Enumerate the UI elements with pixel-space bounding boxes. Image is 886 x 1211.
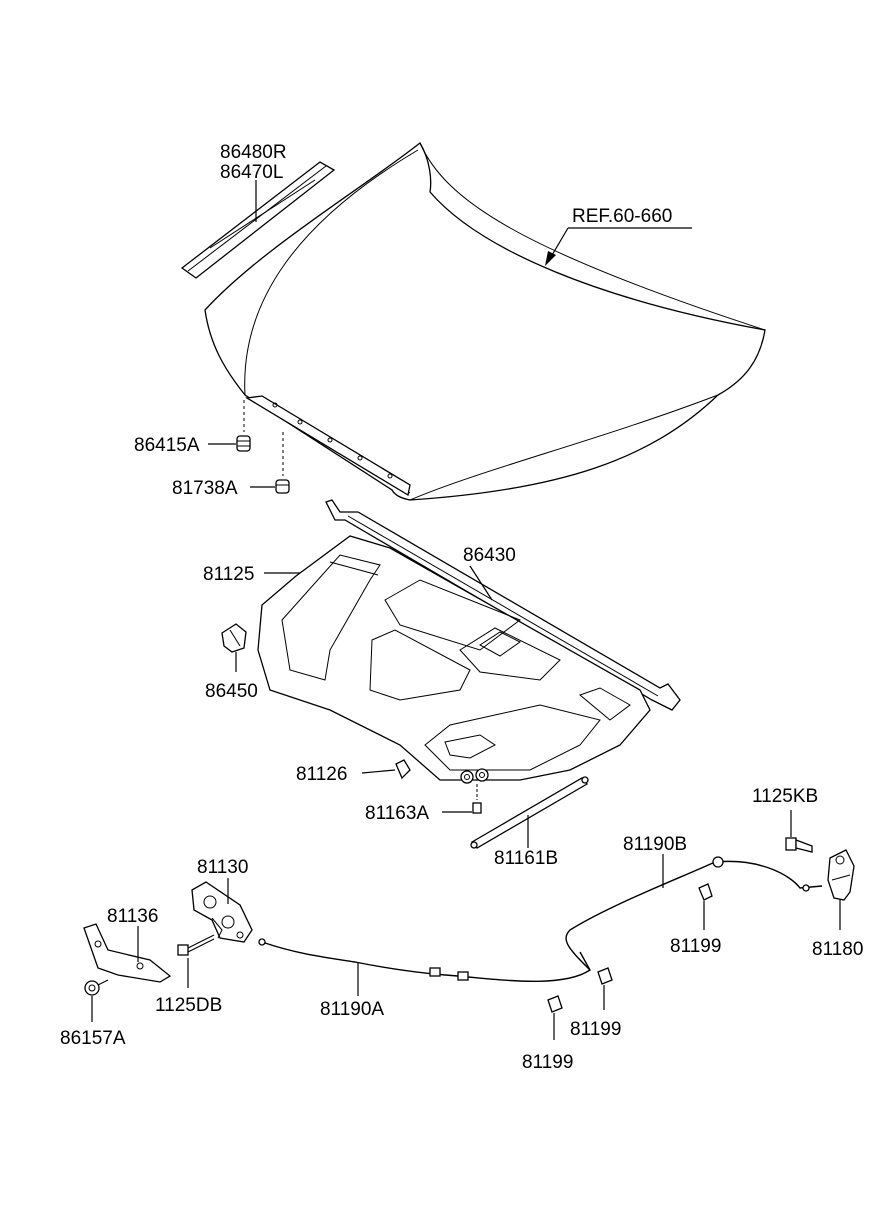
label-1125KB: 1125KB bbox=[752, 786, 818, 807]
label-81126: 81126 bbox=[296, 764, 347, 785]
part-81190B-release-cable: 81190B bbox=[565, 834, 823, 971]
part-81136-latch-bracket: 81136 bbox=[83, 906, 172, 983]
part-81161B-support-rod: 81161B bbox=[470, 776, 589, 869]
part-81180-release-handle: 81180 bbox=[812, 849, 863, 960]
part-86157A-bolt: 86157A bbox=[60, 979, 126, 1049]
label-86450: 86450 bbox=[205, 681, 258, 702]
part-86415A-bumper: 86415A bbox=[134, 400, 251, 456]
part-86480R-86470L-weatherstrip: 86480R 86470L bbox=[180, 142, 336, 279]
label-1125DB: 1125DB bbox=[155, 995, 222, 1016]
label-81199-upper: 81199 bbox=[670, 936, 721, 957]
part-1125DB-bolt: 1125DB bbox=[155, 934, 222, 1016]
ref-pointer: REF.60-660 bbox=[545, 206, 692, 266]
label-81130: 81130 bbox=[197, 857, 248, 878]
label-81190A: 81190A bbox=[320, 999, 384, 1020]
label-81161B: 81161B bbox=[494, 848, 558, 869]
ref-label: REF.60-660 bbox=[572, 206, 672, 227]
part-81738A-bumper: 81738A bbox=[172, 432, 290, 499]
part-81190A-release-cable: 81190A bbox=[258, 938, 591, 1020]
part-81199-clip-upper: 81199 bbox=[670, 883, 721, 957]
label-86157A: 86157A bbox=[60, 1028, 126, 1049]
part-81199-clip-middle: 81199 bbox=[570, 967, 621, 1040]
label-86430: 86430 bbox=[463, 545, 516, 566]
label-81136: 81136 bbox=[107, 906, 158, 927]
part-81163A-bolt: 81163A bbox=[365, 768, 489, 824]
label-81199-lower: 81199 bbox=[522, 1052, 573, 1073]
part-81125-insulator-pad: 81125 bbox=[203, 535, 651, 781]
part-86450-clip: 86450 bbox=[205, 623, 258, 702]
part-81130-hood-latch: 81130 bbox=[191, 857, 253, 943]
part-86430-seal-strip: 86430 bbox=[325, 499, 681, 711]
label-81199-middle: 81199 bbox=[570, 1019, 621, 1040]
part-81199-clip-lower: 81199 bbox=[522, 995, 573, 1073]
label-86415A: 86415A bbox=[134, 435, 200, 456]
label-81738A: 81738A bbox=[172, 478, 238, 499]
part-81126-clip: 81126 bbox=[296, 759, 411, 785]
label-81190B: 81190B bbox=[623, 834, 687, 855]
part-1125KB-bolt: 1125KB bbox=[752, 786, 818, 853]
label-86480R: 86480R bbox=[220, 142, 287, 163]
hood-panel bbox=[204, 142, 766, 501]
label-81180: 81180 bbox=[812, 939, 863, 960]
label-86470L: 86470L bbox=[220, 162, 283, 183]
label-81125: 81125 bbox=[203, 564, 254, 585]
label-81163A: 81163A bbox=[365, 803, 429, 824]
